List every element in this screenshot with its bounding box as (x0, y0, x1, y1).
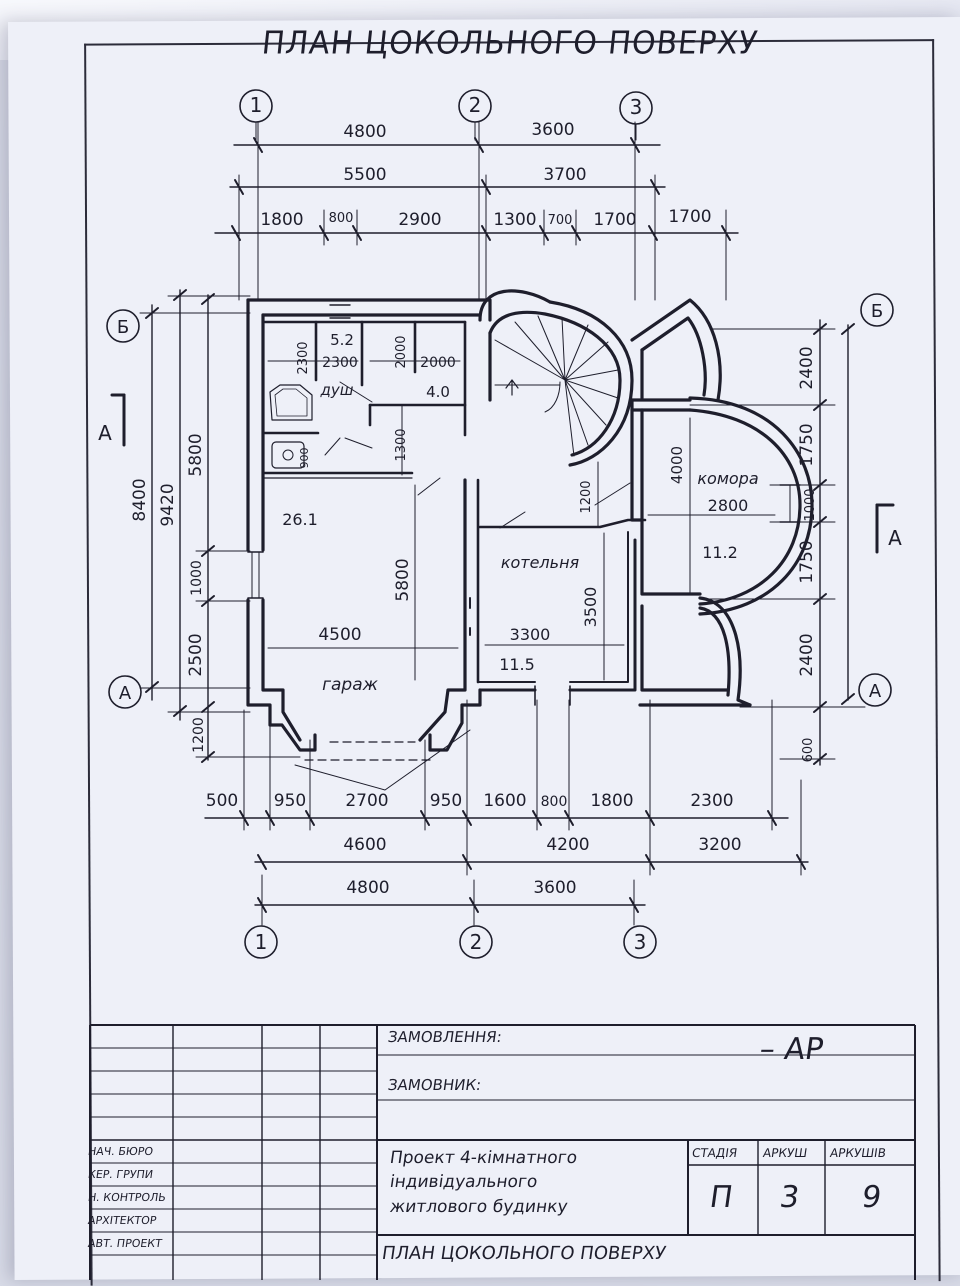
dim-bot-3200: 3200 (698, 835, 741, 855)
dim-bot-4600: 4600 (343, 835, 386, 855)
role-bureau-head: НАЧ. БЮРО (87, 1145, 154, 1158)
title-block (89, 1024, 916, 1280)
room-wc-area: 5.2 (330, 331, 354, 349)
role-architect: АРХІТЕКТОР (87, 1214, 158, 1227)
room-store-height: 2000 (394, 335, 409, 368)
room-shower-label: душ (320, 381, 354, 399)
dim-right-2400a: 2400 (797, 346, 817, 389)
room-store-width: 2000 (420, 355, 456, 371)
dim-right-1750b: 1750 (797, 540, 817, 583)
dim-left-1200: 1200 (191, 717, 207, 753)
room-garage-width: 4500 (318, 625, 361, 645)
sheet-header: АРКУШ (762, 1146, 809, 1160)
dim-right-1000: 1000 (803, 488, 818, 521)
order-label: ЗАМОВЛЕННЯ: (386, 1028, 503, 1046)
dim-right-600: 600 (801, 738, 816, 763)
axis-1-bottom: 1 (255, 930, 268, 954)
dim-bot-1600: 1600 (483, 791, 526, 811)
sheets-header: АРКУШІВ (829, 1146, 887, 1160)
dim-bot-4200: 4200 (546, 835, 589, 855)
dim-top-2900: 2900 (398, 210, 441, 230)
dim-top-1800: 1800 (260, 210, 303, 230)
role-norm-control: Н. КОНТРОЛЬ (87, 1191, 167, 1204)
dim-top-3600: 3600 (531, 120, 574, 140)
room-boiler-area: 11.5 (499, 655, 535, 674)
client-label: ЗАМОВНИК: (386, 1076, 483, 1094)
room-door-gap: 1200 (579, 480, 594, 513)
dim-left-8400: 8400 (130, 478, 150, 521)
dim-left-1000: 1000 (189, 560, 205, 596)
dim-right-2400b: 2400 (797, 633, 817, 676)
dim-bot-4800: 4800 (346, 878, 389, 898)
axis-A-right: А (869, 681, 882, 702)
dim-left-9420: 9420 (158, 483, 178, 526)
room-wc-width: 2300 (322, 355, 358, 371)
role-group-lead: КЕР. ГРУПИ (87, 1168, 154, 1181)
project-line-1: Проект 4-кімнатного (388, 1148, 579, 1168)
axis-A-left: А (119, 683, 132, 704)
axis-2-bottom: 2 (470, 930, 483, 954)
stage-header: СТАДІЯ (691, 1146, 739, 1160)
room-pantry-area: 11.2 (702, 543, 738, 562)
room-garage-height: 5800 (393, 558, 413, 601)
room-garage-label: гараж (322, 675, 379, 695)
dim-top-1700b: 1700 (668, 207, 711, 227)
project-line-3: житлового будинку (388, 1197, 569, 1217)
dim-left-2500: 2500 (186, 633, 206, 676)
room-pantry-height: 4000 (668, 446, 686, 484)
room-pantry-label: комора (697, 469, 758, 488)
dim-bot-2700: 2700 (345, 791, 388, 811)
axis-3-top: 3 (630, 95, 643, 119)
project-line-2: індивідуального (388, 1172, 539, 1192)
project-code: – АР (757, 1032, 826, 1067)
dim-top-3700: 3700 (543, 165, 586, 185)
dim-top-700: 700 (548, 213, 573, 228)
dim-top-5500: 5500 (343, 165, 386, 185)
room-garage-area: 26.1 (282, 510, 318, 529)
role-project-author: АВТ. ПРОЕКТ (87, 1237, 163, 1250)
sheet-title: ПЛАН ЦОКОЛЬНОГО ПОВЕРХУ (380, 1243, 668, 1264)
axis-B-left: Б (117, 317, 129, 338)
dim-top-800: 800 (329, 211, 354, 226)
room-store-area: 4.0 (426, 383, 450, 401)
dim-top-1700a: 1700 (593, 210, 636, 230)
dim-bot-1800: 1800 (590, 791, 633, 811)
dim-bot-950b: 950 (430, 791, 462, 811)
room-boiler-label: котельня (501, 553, 580, 572)
room-sink-width: 900 (298, 448, 311, 469)
dim-bot-500: 500 (206, 791, 238, 811)
dim-left-5800: 5800 (186, 433, 206, 476)
section-mark-left: А (98, 421, 112, 445)
dim-bot-800: 800 (541, 794, 568, 810)
section-mark-right: А (888, 526, 902, 550)
room-boiler-height: 3500 (581, 587, 600, 628)
axis-3-bottom: 3 (634, 930, 647, 954)
dim-right-1750a: 1750 (797, 423, 817, 466)
room-pantry-width: 2800 (708, 496, 749, 515)
axis-2-top: 2 (469, 93, 482, 117)
dim-bot-3600: 3600 (533, 878, 576, 898)
dim-top-4800: 4800 (343, 122, 386, 142)
dim-bot-2300: 2300 (690, 791, 733, 811)
room-boiler-width: 3300 (510, 625, 551, 644)
room-wc-height: 2300 (296, 341, 311, 374)
dim-top-1300: 1300 (493, 210, 536, 230)
room-hall-height: 1300 (394, 428, 409, 461)
axis-B-right: Б (871, 301, 883, 322)
dim-bot-950a: 950 (274, 791, 306, 811)
axis-1-top: 1 (250, 93, 263, 117)
